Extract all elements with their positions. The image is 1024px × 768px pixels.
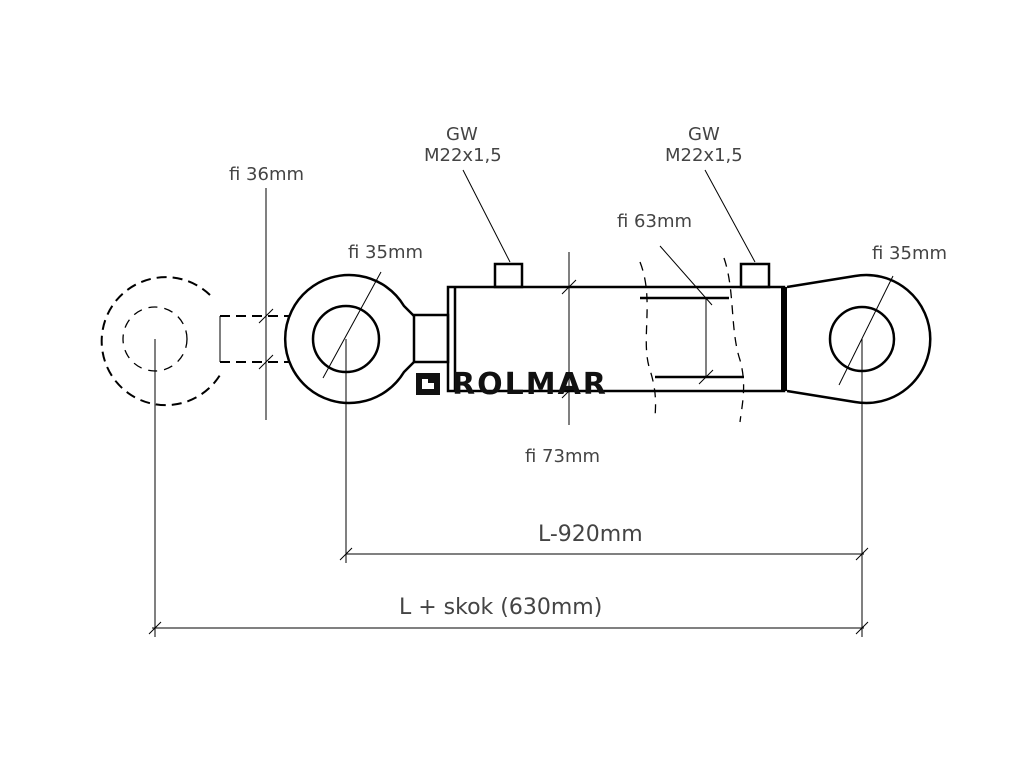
port-right-gw-label: GW	[688, 124, 720, 145]
port-left-thread-label: M22x1,5	[424, 145, 502, 166]
closed-length-dimension	[339, 547, 869, 561]
rod-eye	[283, 273, 450, 405]
rod-eye-bore-label: fi 35mm	[348, 242, 423, 263]
piston-section	[639, 245, 745, 423]
rod-eye-bore-leader	[322, 271, 382, 379]
port-right-leader	[704, 169, 756, 263]
cylinder-diameter-leader	[561, 252, 577, 425]
logo-text: ROLMAR	[452, 367, 608, 402]
rolmar-logo: ROLMAR	[416, 367, 608, 402]
closed-length-label: L-920mm	[538, 522, 643, 547]
port-left	[493, 262, 524, 289]
port-left-leader	[462, 169, 511, 263]
piston-diameter-label: fi 63mm	[617, 211, 692, 232]
base-eye-bore-label: fi 35mm	[872, 243, 947, 264]
extended-length-dimension	[148, 621, 869, 635]
base-eye-bore-leader	[838, 275, 894, 386]
cylinder-barrel	[446, 285, 787, 393]
port-right-thread-label: M22x1,5	[665, 145, 743, 166]
port-right	[739, 262, 771, 289]
rod-diameter-leader	[258, 188, 274, 420]
extended-rod-eye-outline	[100, 276, 290, 407]
extended-length-label: L + skok (630mm)	[399, 595, 602, 620]
rod-diameter-label: fi 36mm	[229, 164, 304, 185]
cylinder-diameter-label: fi 73mm	[525, 446, 600, 467]
port-left-gw-label: GW	[446, 124, 478, 145]
base-eye	[786, 273, 932, 405]
